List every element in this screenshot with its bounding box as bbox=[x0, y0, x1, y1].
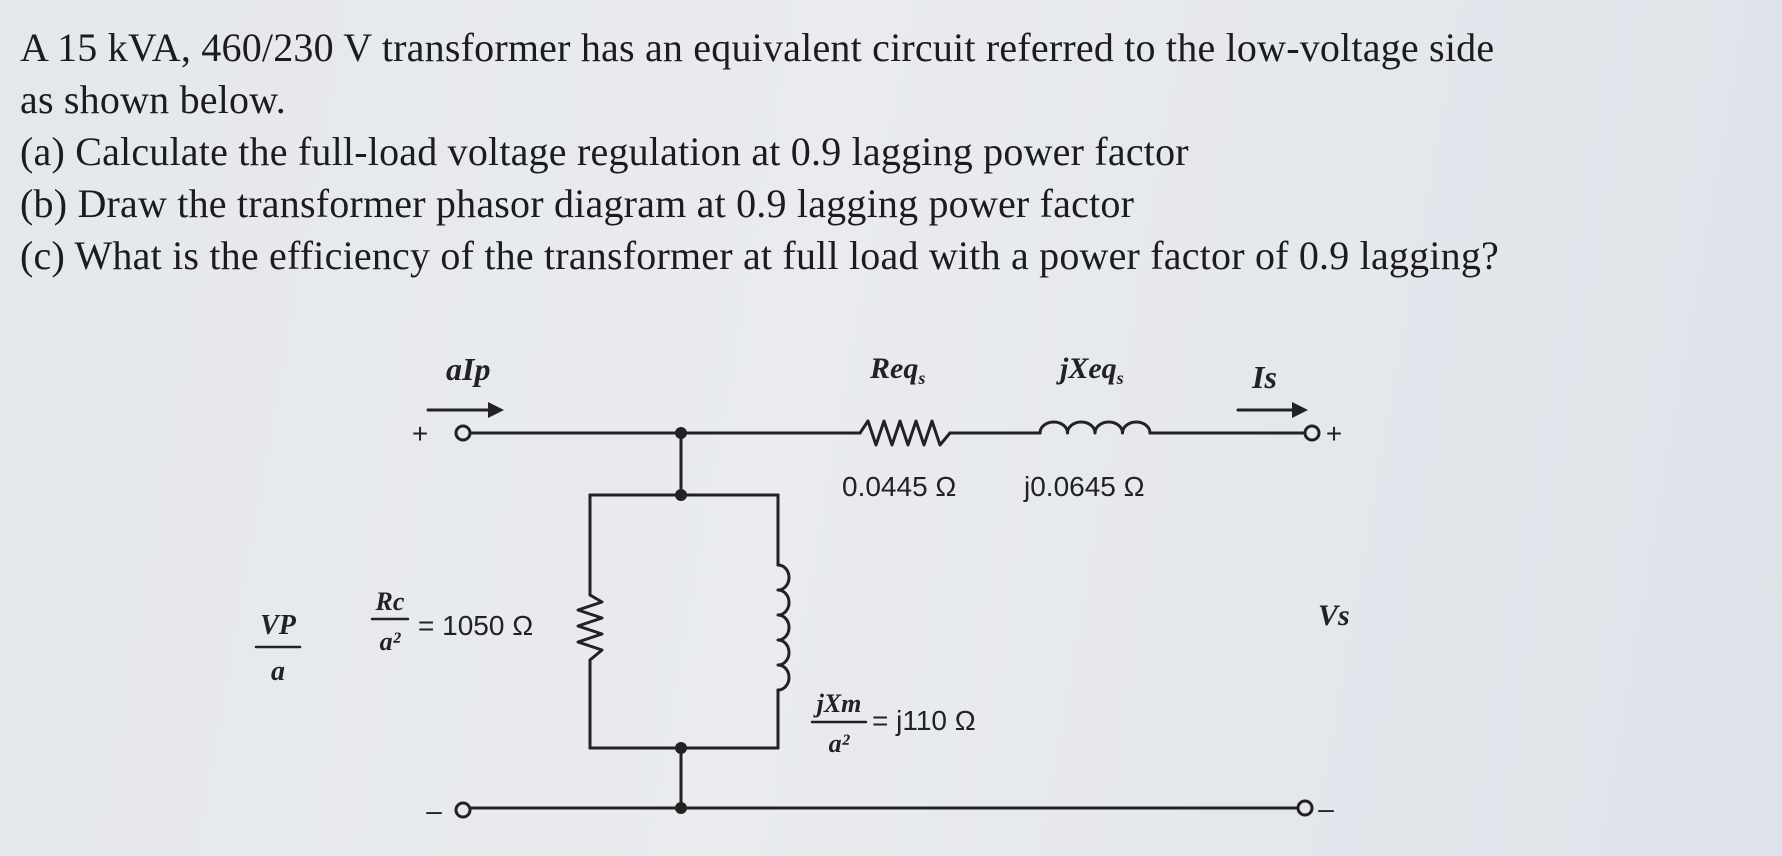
junction-shunt-top bbox=[675, 489, 687, 501]
primary-current-arrow-head bbox=[488, 402, 504, 418]
terminal-top-right bbox=[1303, 424, 1321, 442]
minus-sign-left: – bbox=[426, 795, 442, 826]
xm-value: = j110 Ω bbox=[872, 705, 976, 736]
magnetizing-inductor-symbol bbox=[776, 563, 791, 692]
series-resistor-symbol bbox=[858, 419, 952, 447]
req-value: 0.0445 Ω bbox=[842, 471, 956, 502]
secondary-current-arrow-head bbox=[1292, 402, 1308, 418]
problem-intro-line-2: as shown below. bbox=[20, 77, 286, 122]
rc-value: = 1050 Ω bbox=[418, 610, 533, 641]
junction-bottom bbox=[675, 802, 687, 814]
req-label-subscript: s bbox=[917, 368, 925, 388]
rc-label-denominator: a² bbox=[380, 627, 402, 656]
core-loss-resistor-symbol bbox=[576, 593, 604, 662]
terminal-bottom-right bbox=[1296, 799, 1314, 817]
secondary-voltage-label: Vs bbox=[1318, 599, 1350, 632]
xm-label-denominator: a² bbox=[829, 729, 851, 758]
terminal-top-left bbox=[454, 424, 472, 442]
junction-shunt-bottom bbox=[675, 742, 687, 754]
minus-sign-right: – bbox=[1318, 793, 1334, 824]
xm-label-numerator: jXm bbox=[813, 689, 862, 718]
xeq-label-subscript: s bbox=[1116, 368, 1124, 388]
rc-label-numerator: Rc bbox=[375, 587, 405, 616]
primary-voltage-numerator: VP bbox=[260, 610, 297, 641]
req-label-main: Req bbox=[869, 352, 918, 385]
series-inductor-symbol bbox=[1038, 420, 1152, 435]
plus-sign-right: + bbox=[1326, 418, 1342, 449]
plus-sign-left: + bbox=[412, 418, 428, 449]
terminal-bottom-left bbox=[454, 801, 472, 819]
xeq-label: jXeqs bbox=[1056, 352, 1124, 388]
question-part-c: (c) What is the efficiency of the transf… bbox=[20, 233, 1499, 278]
xeq-label-main: jXeq bbox=[1056, 352, 1117, 385]
req-label: Reqs bbox=[869, 352, 925, 388]
problem-intro-line-1: A 15 kVA, 460/230 V transformer has an e… bbox=[20, 25, 1495, 70]
junction-top bbox=[675, 427, 687, 439]
question-part-a: (a) Calculate the full-load voltage regu… bbox=[20, 129, 1189, 174]
primary-voltage-denominator: a bbox=[271, 656, 285, 687]
question-part-b: (b) Draw the transformer phasor diagram … bbox=[20, 181, 1135, 226]
primary-current-label: aIp bbox=[446, 351, 490, 387]
problem-statement: A 15 kVA, 460/230 V transformer has an e… bbox=[20, 22, 1760, 282]
xeq-value: j0.0645 Ω bbox=[1023, 471, 1145, 502]
secondary-current-label: Is bbox=[1251, 359, 1277, 395]
